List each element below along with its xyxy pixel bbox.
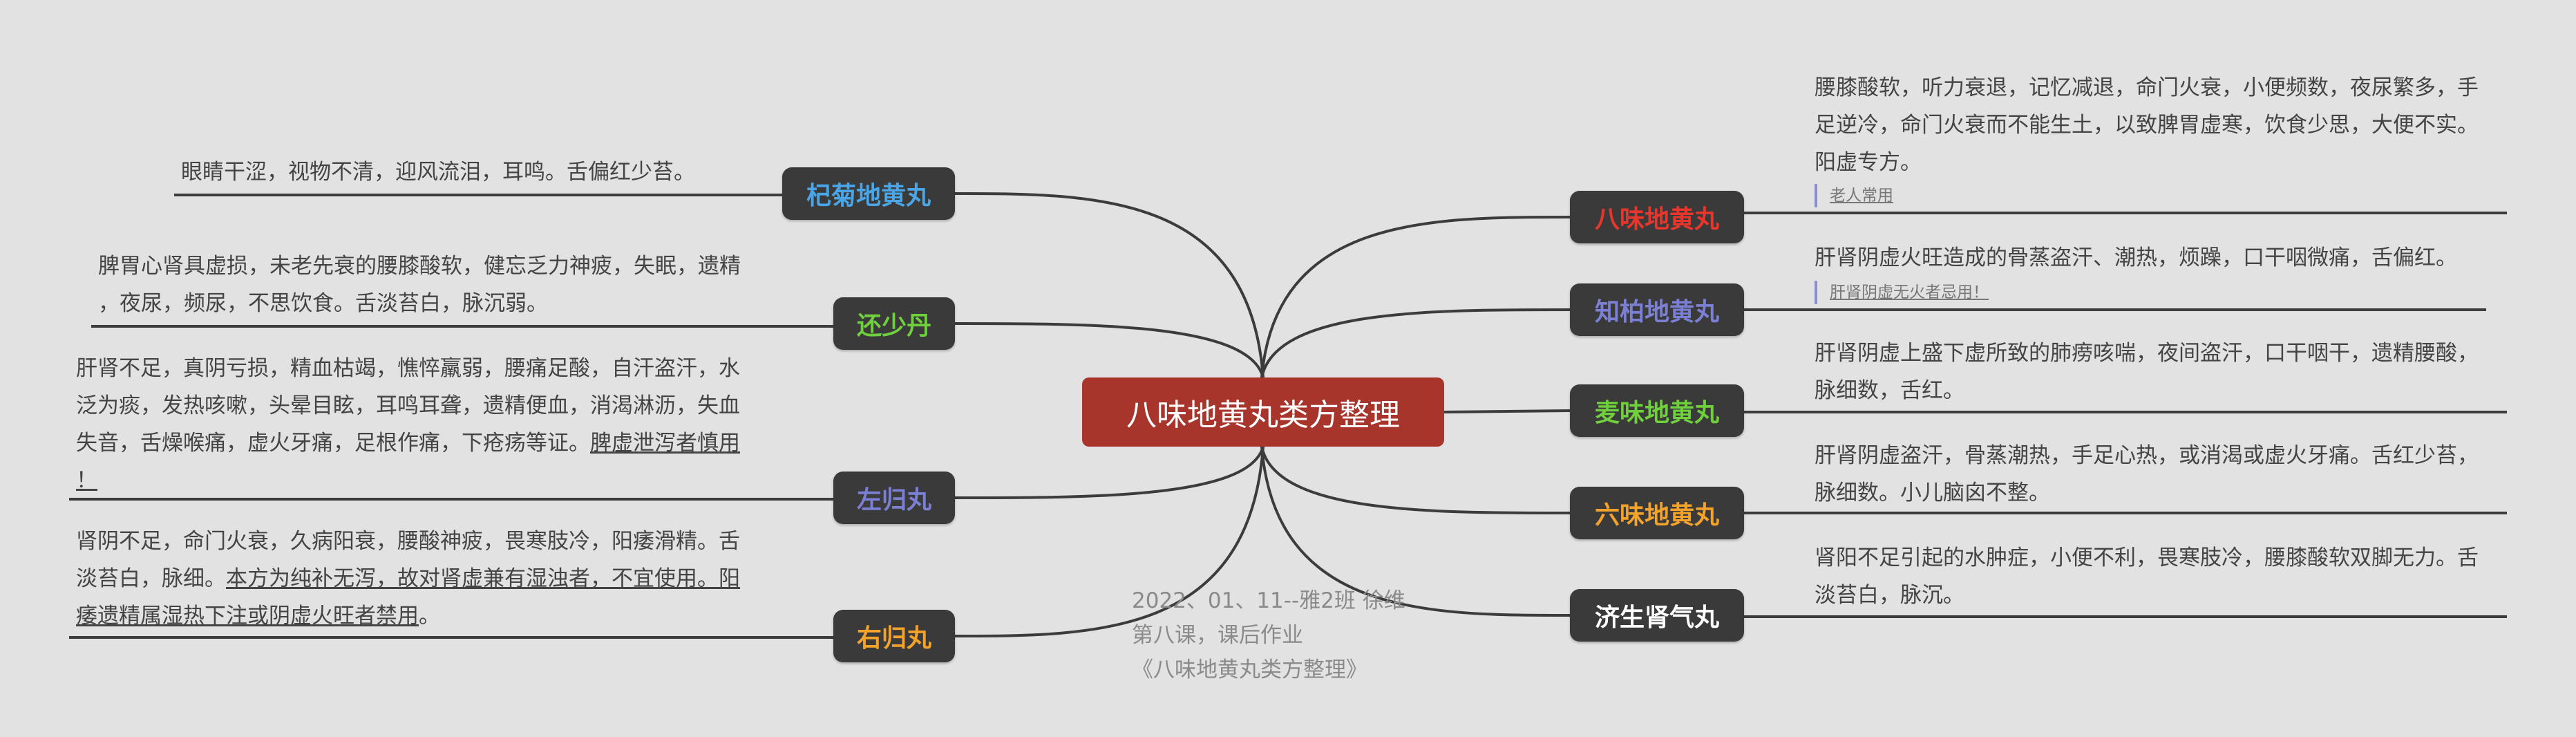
note-line: 肝肾不足，真阴亏损，精血枯竭，憔悴羸弱，腰痛足酸，自汗盗汗，水	[76, 356, 740, 381]
connector-huanshao	[954, 322, 1265, 378]
credit-line: 第八课，课后作业	[1132, 623, 1303, 648]
tag-bawei: 老人常用	[1815, 184, 1893, 207]
credit-block: 2022、01、11--雅2班 徐维 第八课，课后作业 《八味地黄丸类方整理》	[1132, 584, 1405, 687]
node-huanshao[interactable]: 还少丹	[833, 297, 955, 350]
note-jisheng: 肾阳不足引起的水肿症，小便不利，畏寒肢冷，腰膝酸软双脚无力。舌 淡苔白，脉沉。	[1815, 539, 2512, 614]
note-line: 眼睛干涩，视物不清，迎风流泪，耳鸣。舌偏红少苔。	[181, 160, 695, 185]
note-zuogui: 肝肾不足，真阴亏损，精血枯竭，憔悴羸弱，腰痛足酸，自汗盗汗，水 泛为痰，发热咳嗽…	[76, 350, 767, 499]
note-line: 脉细数，舌红。	[1815, 378, 1964, 403]
node-label: 八味地黄丸	[1594, 205, 1719, 234]
node-liuwei[interactable]: 六味地黄丸	[1570, 487, 1744, 539]
note-line: 肾阴不足，命门火衰，久病阳衰，腰酸神疲，畏寒肢冷，阳痿滑精。舌	[76, 529, 740, 554]
node-label: 麦味地黄丸	[1594, 399, 1719, 427]
note-qiju: 眼睛干涩，视物不清，迎风流泪，耳鸣。舌偏红少苔。	[181, 153, 761, 191]
note-line: 肝肾阴虚盗汗，骨蒸潮热，手足心热，或消渴或虚火牙痛。舌红少苔，	[1815, 443, 2479, 468]
note-line: ，夜尿，频尿，不思饮食。舌淡苔白，脉沉弱。	[98, 291, 548, 316]
caution-text: 本方为纯补无泻，故对肾虚兼有湿浊者，不宜使用。阳	[226, 566, 740, 591]
node-label: 左归丸	[856, 486, 931, 514]
node-label: 右归丸	[856, 624, 931, 653]
note-huanshao: 脾胃心肾具虚损，未老先衰的腰膝酸软，健忘乏力神疲，失眠，遗精 ，夜尿，频尿，不思…	[98, 248, 761, 322]
note-text: 失音，舌燥喉痛，虚火牙痛，足根作痛，下疮疡等证。	[76, 431, 590, 456]
connector-yougui	[954, 446, 1265, 637]
connector-qiju	[954, 192, 1265, 378]
node-label: 济生肾气丸	[1594, 604, 1719, 632]
node-zhibai[interactable]: 知柏地黄丸	[1570, 283, 1744, 336]
note-maiwei: 肝肾阴虚上盛下虚所致的肺痨咳喘，夜间盗汗，口干咽干，遗精腰酸， 脉细数，舌红。	[1815, 335, 2512, 409]
note-line: 足逆冷，命门火衰而不能生土，以致脾胃虚寒，饮食少思，大便不实。	[1815, 113, 2479, 138]
note-zhibai: 肝肾阴虚火旺造成的骨蒸盗汗、潮热，烦躁，口干咽微痛，舌偏红。	[1815, 239, 2512, 277]
connector-zuogui	[954, 446, 1265, 499]
note-line: 肝肾阴虚火旺造成的骨蒸盗汗、潮热，烦躁，口干咽微痛，舌偏红。	[1815, 245, 2457, 270]
note-line: 肾阳不足引起的水肿症，小便不利，畏寒肢冷，腰膝酸软双脚无力。舌	[1815, 545, 2479, 570]
note-line: 脾胃心肾具虚损，未老先衰的腰膝酸软，健忘乏力神疲，失眠，遗精	[98, 254, 741, 279]
note-line: 腰膝酸软，听力衰退，记忆减退，命门火衰，小便频数，夜尿繁多，手	[1815, 75, 2479, 100]
connector-maiwei	[1443, 409, 1571, 413]
root-label: 八味地黄丸类方整理	[1126, 398, 1400, 433]
note-text: 。	[419, 604, 440, 628]
node-label: 六味地黄丸	[1594, 501, 1719, 530]
connector-liuwei	[1260, 446, 1571, 514]
note-line: ！	[76, 462, 767, 499]
note-line: 泛为痰，发热咳嗽，头晕目眩，耳鸣耳聋，遗精便血，消渴淋沥，失血	[76, 393, 740, 418]
note-line: 脉细数。小儿脑囟不整。	[1815, 481, 2050, 505]
note-line: 淡苔白，脉细。本方为纯补无泻，故对肾虚兼有湿浊者，不宜使用。阳	[76, 560, 767, 597]
node-qiju[interactable]: 杞菊地黄丸	[782, 167, 955, 220]
note-liuwei: 肝肾阴虚盗汗，骨蒸潮热，手足心热，或消渴或虚火牙痛。舌红少苔， 脉细数。小儿脑囟…	[1815, 437, 2512, 512]
connector-bawei	[1260, 216, 1571, 378]
root-node[interactable]: 八味地黄丸类方整理	[1082, 377, 1444, 447]
connector-jisheng	[1260, 446, 1571, 617]
note-bawei: 腰膝酸软，听力衰退，记忆减退，命门火衰，小便频数，夜尿繁多，手 足逆冷，命门火衰…	[1815, 69, 2512, 181]
caution-text: 痿遗精属湿热下注或阴虚火旺者禁用	[76, 604, 419, 628]
node-bawei[interactable]: 八味地黄丸	[1570, 191, 1744, 243]
note-text: 淡苔白，脉细。	[76, 566, 226, 591]
node-label: 知柏地黄丸	[1594, 298, 1719, 326]
node-maiwei[interactable]: 麦味地黄丸	[1570, 384, 1744, 437]
credit-line: 2022、01、11--雅2班 徐维	[1132, 588, 1405, 613]
note-line: 阳虚专方。	[1815, 150, 1922, 175]
node-yougui[interactable]: 右归丸	[833, 610, 955, 662]
node-label: 杞菊地黄丸	[806, 182, 931, 210]
note-line: 痿遗精属湿热下注或阴虚火旺者禁用。	[76, 597, 767, 635]
note-line: 肝肾阴虚上盛下虚所致的肺痨咳喘，夜间盗汗，口干咽干，遗精腰酸，	[1815, 341, 2479, 366]
node-label: 还少丹	[856, 312, 931, 340]
caution-text: ！	[76, 468, 97, 493]
node-zuogui[interactable]: 左归丸	[833, 472, 955, 524]
connector-zhibai	[1260, 308, 1571, 378]
node-jisheng[interactable]: 济生肾气丸	[1570, 589, 1744, 642]
note-yougui: 肾阴不足，命门火衰，久病阳衰，腰酸神疲，畏寒肢冷，阳痿滑精。舌 淡苔白，脉细。本…	[76, 523, 767, 635]
caution-text: 脾虚泄泻者慎用	[590, 431, 740, 456]
credit-line: 《八味地黄丸类方整理》	[1132, 657, 1367, 682]
tag-zhibai: 肝肾阴虚无火者忌用！	[1815, 281, 1989, 304]
note-line: 淡苔白，脉沉。	[1815, 583, 1964, 608]
note-line: 失音，舌燥喉痛，虚火牙痛，足根作痛，下疮疡等证。脾虚泄泻者慎用	[76, 425, 767, 462]
